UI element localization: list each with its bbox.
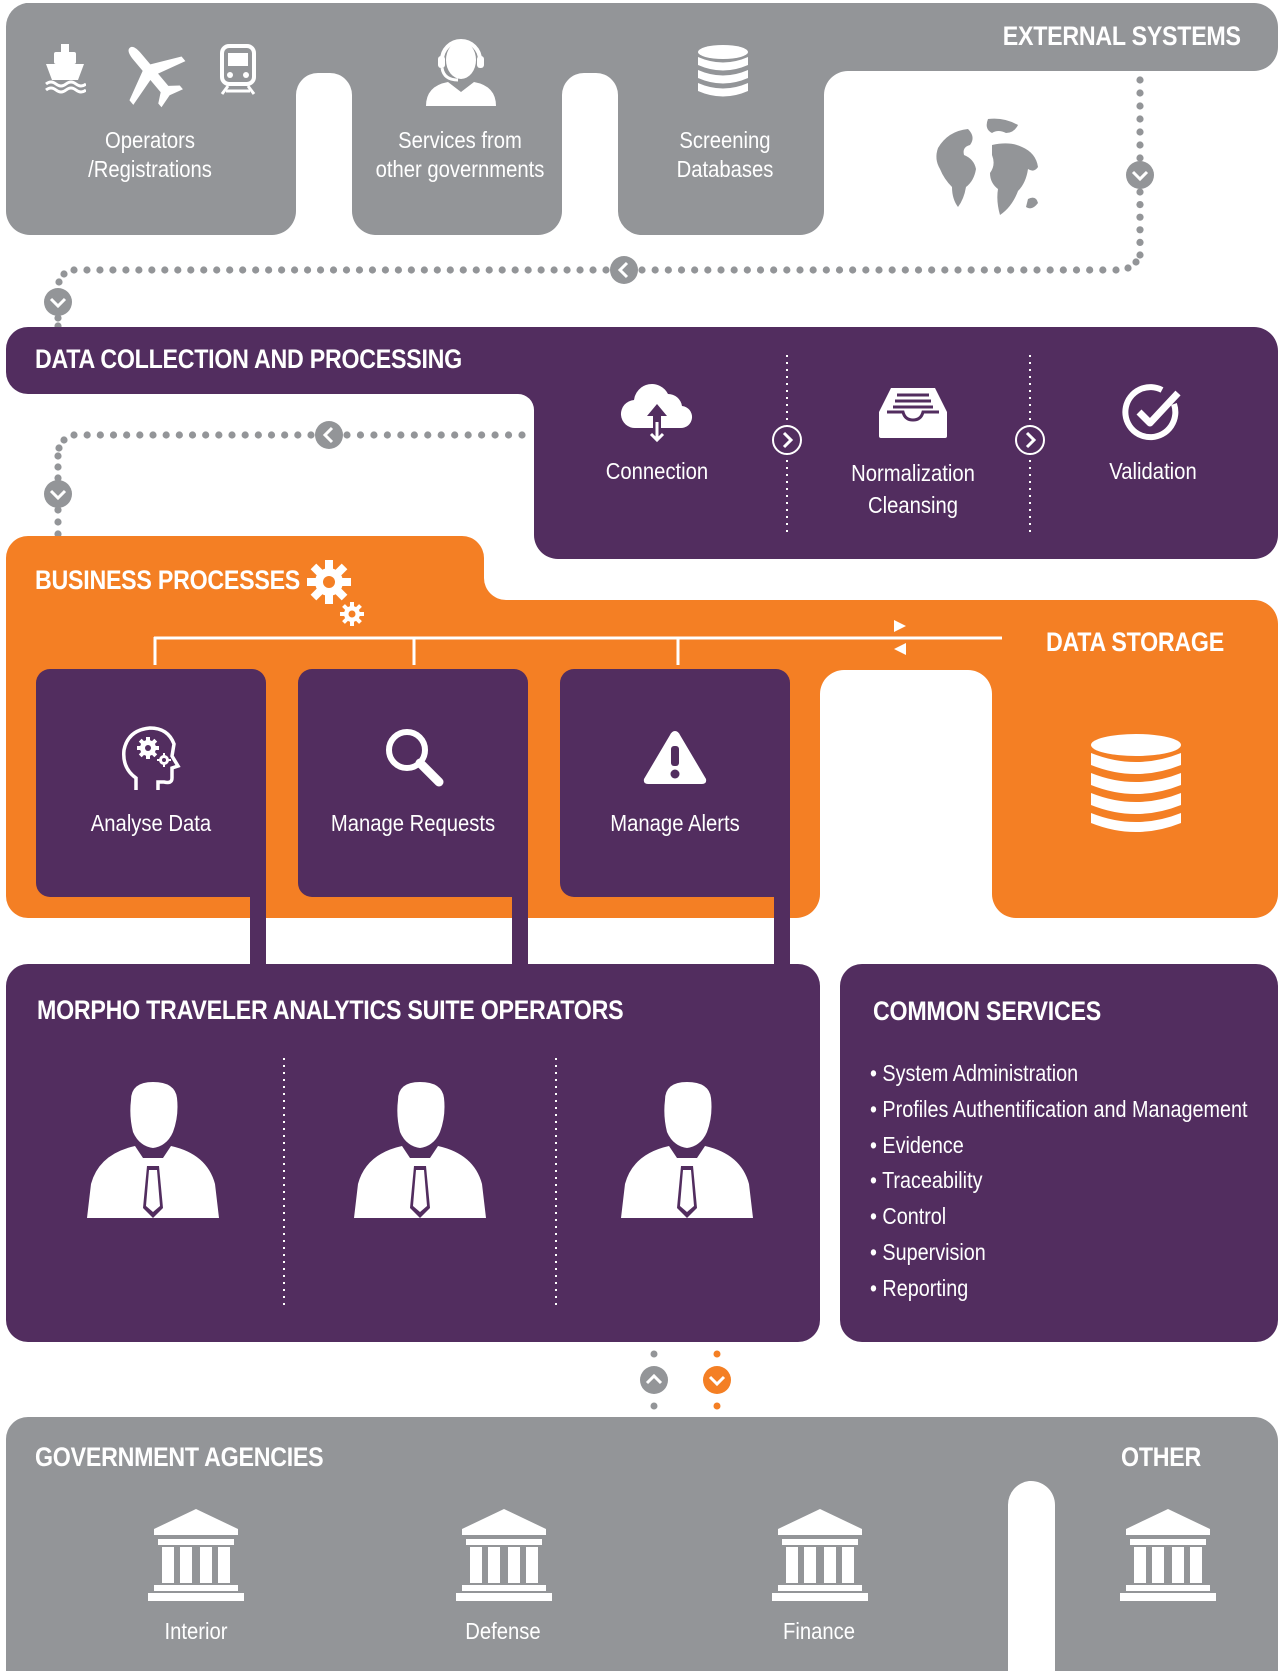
globe-icon [919,104,1051,236]
operators-panel [6,964,820,1342]
chevron-right-icon [772,425,802,455]
step-dividers [283,355,1031,1305]
chevron-right-icon [1015,425,1045,455]
finance-label: Finance [782,1618,855,1644]
government-building-icon [456,1509,552,1601]
arrow-right-icon [894,620,906,632]
magnifier-icon [386,729,444,787]
connector-bar [512,870,528,968]
operators-title: MORPHO TRAVELER ANALYTICS SUITE OPERATOR… [37,995,624,1025]
government-building-icon [1120,1509,1216,1601]
government-agencies-title: GOVERNMENT AGENCIES [35,1442,324,1472]
database-icon [1091,734,1181,832]
inbox-tray-icon [879,388,947,438]
ship-icon [45,44,86,94]
analyse-data-card [36,669,266,897]
other-title: OTHER [1121,1442,1201,1472]
government-agencies-panel [6,1417,1278,1671]
connector-bar [250,870,266,968]
business-processes-title: BUSINESS PROCESSES [35,565,301,595]
services-other-governments-label: Services from other governments [375,127,545,182]
screening-databases-label: Screening Databases [676,127,774,182]
user-tie-icon [87,1082,219,1218]
connector-bar [774,870,790,968]
dotted-connectors [54,76,1144,538]
data-collection-panel [6,327,1278,559]
cloud-upload-icon [620,384,693,443]
defense-label: Defense [465,1618,541,1644]
normalization-label: Normalization Cleansing [851,460,975,518]
arrow-left-icon [894,643,906,655]
database-icon [698,45,748,97]
chevron-down-icon [44,288,72,316]
list-item: • Profiles Authentification and Manageme… [870,1095,1248,1122]
list-item: • System Administration [870,1060,1079,1086]
chevron-down-icon [703,1366,731,1394]
list-item: • Supervision [870,1238,986,1265]
gears-icon [307,560,364,626]
data-collection-title: DATA COLLECTION AND PROCESSING [35,344,462,374]
interior-label: Interior [164,1618,228,1644]
operator-headset-icon [426,39,496,106]
list-item: • Traceability [870,1167,983,1194]
train-icon [220,44,256,95]
connection-label: Connection [605,458,709,484]
chevron-down-icon [44,480,72,508]
airplane-icon [128,46,186,108]
warning-icon [643,731,707,784]
government-building-icon [772,1509,868,1601]
chevron-left-icon [315,421,343,449]
user-tie-icon [354,1082,486,1218]
external-systems-panel [5,3,1278,235]
operators-registrations-label: Operators /Registrations [88,127,212,182]
chevron-up-icon [640,1366,668,1394]
chevron-down-icon [1126,161,1154,189]
manage-alerts-label: Manage Alerts [610,810,740,836]
list-item: • Reporting [870,1274,969,1301]
validation-label: Validation [1109,458,1197,484]
process-tree-lines [153,636,1002,665]
data-storage-title: DATA STORAGE [1046,627,1224,657]
chevron-left-icon [610,256,638,284]
list-item: • Evidence [870,1131,964,1158]
user-tie-icon [621,1082,753,1218]
analyse-data-label: Analyse Data [90,810,212,836]
common-services-panel [840,964,1278,1342]
head-gears-icon [122,726,181,790]
government-building-icon [148,1509,244,1601]
list-item: • Control [870,1203,947,1230]
common-services-list: • System Administration • Profiles Authe… [870,1056,1280,1307]
manage-requests-card [298,669,528,897]
check-circle-icon [1122,384,1181,441]
manage-requests-label: Manage Requests [330,810,496,836]
common-services-title: COMMON SERVICES [873,996,1101,1026]
external-systems-title: EXTERNAL SYSTEMS [1002,21,1241,51]
